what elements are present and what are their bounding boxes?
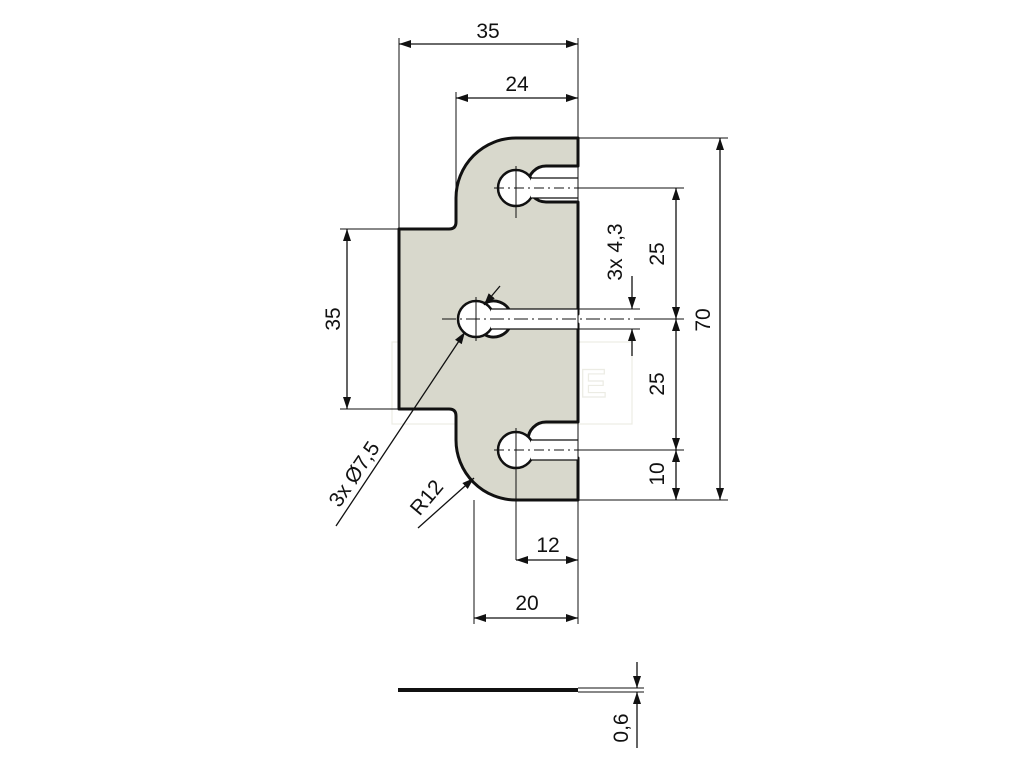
dimension-lines <box>335 40 724 622</box>
dim-corner-radius: R12 <box>406 476 448 520</box>
dim-thickness: 0,6 <box>610 713 633 742</box>
dim-hole-spacing-upper: 25 <box>646 242 669 265</box>
dim-lower-width: 20 <box>515 592 538 615</box>
side-view <box>398 662 644 748</box>
extension-lines <box>340 38 728 624</box>
dim-slot-width: 3x 4,3 <box>604 223 627 280</box>
dim-hole-diameter: 3x Ø7,5 <box>325 437 385 511</box>
dim-bottom-hole-offset: 10 <box>646 462 669 485</box>
dim-overall-height: 70 <box>692 308 715 331</box>
dim-hole-from-edge: 12 <box>536 534 559 557</box>
dim-hole-spacing-lower: 25 <box>646 372 669 395</box>
dim-left-height: 35 <box>322 307 345 330</box>
dim-upper-width: 24 <box>505 73 529 96</box>
dim-overall-width: 35 <box>476 20 499 43</box>
center-lines <box>442 166 640 560</box>
